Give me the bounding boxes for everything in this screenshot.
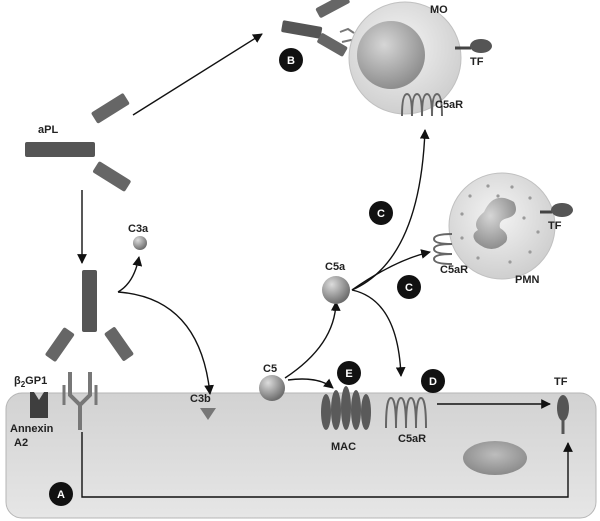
badge-b-text: B [287, 55, 295, 67]
mac-complex [321, 386, 371, 430]
badge-a-text: A [57, 489, 65, 501]
label-beta2gp1-gp: GP1 [25, 375, 47, 387]
label-pmn: PMN [515, 274, 540, 286]
mo-bound-antibody [281, 0, 357, 57]
arrow-c5-to-mac [287, 378, 334, 389]
pmn-cell [432, 172, 573, 280]
pmn-granules [460, 184, 540, 264]
bound-antibody [45, 270, 134, 362]
label-c3b: C3b [190, 393, 211, 405]
pmn-nucleus [473, 197, 516, 249]
badge-e-text: E [345, 368, 352, 380]
annexin-a2-receptor [30, 392, 48, 418]
badge-c-lower: C [397, 275, 421, 299]
arrow-c5a-to-mo [351, 129, 430, 291]
monocyte-cell [348, 1, 492, 117]
arrow-to-c3b [117, 291, 214, 395]
tf-receptor-pmn [540, 203, 573, 217]
tf-receptor-endothelial [557, 395, 569, 434]
label-mac: MAC [331, 441, 356, 453]
label-tf-pmn: TF [548, 220, 562, 232]
label-beta2gp1-beta: β [14, 375, 21, 387]
arrow-c5a-to-pmn [351, 249, 431, 291]
badge-a: A [49, 482, 73, 506]
badge-c-upper-text: C [377, 208, 385, 220]
c5ar-receptor-mo [401, 92, 443, 117]
label-c5: C5 [263, 363, 277, 375]
arrow-c5-to-c5a [284, 301, 341, 379]
label-c5ar-mo: C5aR [435, 99, 463, 111]
badge-c-upper: C [369, 201, 393, 225]
arrow-to-c3a [117, 256, 143, 293]
label-apl: aPL [38, 124, 58, 136]
label-c3a: C3a [128, 223, 149, 235]
badge-d-text: D [429, 376, 437, 388]
c5a-molecule [322, 276, 350, 304]
c5-molecule [259, 375, 285, 401]
c3b-molecule [200, 408, 216, 420]
pathway-arrows [77, 33, 573, 498]
label-c5a: C5a [325, 261, 346, 273]
badge-b: B [279, 48, 303, 72]
label-annexin-line1: Annexin [10, 423, 54, 435]
c5ar-receptor-pmn [432, 233, 453, 265]
c5ar-receptor-endothelial [385, 396, 427, 429]
badge-e: E [337, 361, 361, 385]
label-annexin-line2: A2 [14, 437, 28, 449]
beta2gp1-molecule [62, 372, 98, 430]
arrow-apl-to-mo [132, 33, 263, 116]
label-tf-mo: TF [470, 56, 484, 68]
arrow-c5a-to-endo-c5ar [351, 289, 406, 377]
label-mo: MO [430, 4, 448, 16]
badge-d: D [421, 369, 445, 393]
apl-antibody [25, 93, 131, 192]
c3a-molecule [133, 236, 147, 250]
label-c5ar-endothelial: C5aR [398, 433, 426, 445]
badge-c-lower-text: C [405, 282, 413, 294]
tf-receptor-mo [455, 39, 492, 53]
label-beta2gp1-sub: 2 [21, 380, 26, 389]
label-tf-endothelial: TF [554, 376, 568, 388]
endothelial-layer [5, 392, 597, 519]
arrow-a-to-tf [81, 432, 573, 498]
label-c5ar-pmn: C5aR [440, 264, 468, 276]
label-beta2gp1: β2GP1 [14, 375, 47, 389]
endothelial-nucleus [463, 441, 527, 475]
